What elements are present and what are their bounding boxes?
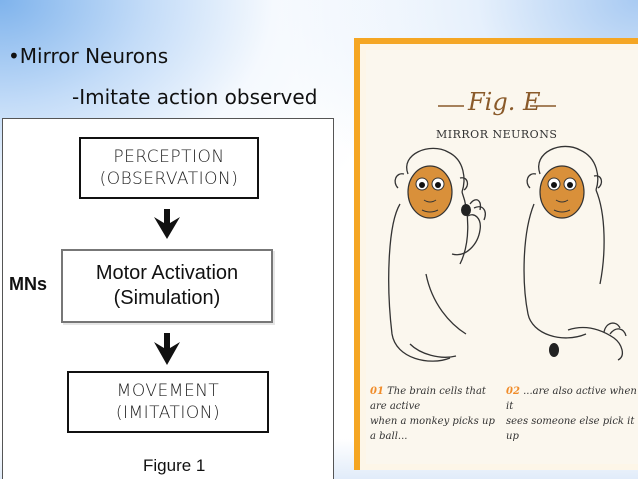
motor-activation-box: Motor Activation (Simulation) xyxy=(61,249,273,323)
mirror-neurons-subtitle: MIRROR NEURONS xyxy=(436,128,558,141)
monkey-holding-ball-illustration xyxy=(388,147,486,362)
caption-1: 01 The brain cells that are active when … xyxy=(370,384,502,444)
sub-bullet: -Imitate action observed xyxy=(72,85,318,109)
movement-line2: (IMITATION) xyxy=(115,403,221,423)
caption-1-line2: when a monkey picks up a ball... xyxy=(370,416,495,442)
caption-2-line2: sees someone else pick it up xyxy=(506,416,635,442)
mns-label: MNs xyxy=(9,274,48,294)
monkey-watching-illustration xyxy=(523,145,627,361)
fig-e-title: Fig. E xyxy=(468,88,541,116)
fig-e-inner: Fig. E MIRROR NEURONS xyxy=(366,50,638,464)
motor-line2: (Simulation) xyxy=(113,287,221,309)
fig-e-title-rules xyxy=(438,105,556,107)
perception-line1: PERCEPTION xyxy=(113,147,225,167)
bullet-heading: •Mirror Neurons xyxy=(8,44,169,68)
fig-e-panel: Fig. E MIRROR NEURONS xyxy=(354,38,638,470)
figure-caption: Figure 1 xyxy=(143,456,206,475)
caption-1-line1: The brain cells that are active xyxy=(370,386,486,412)
caption-2-number: 02 xyxy=(506,386,520,397)
down-arrow-1 xyxy=(154,209,180,239)
caption-1-number: 01 xyxy=(370,386,384,397)
caption-2-line1: ...are also active when it xyxy=(506,386,637,412)
figure-1-diagram: PERCEPTION (OBSERVATION) Motor Activatio… xyxy=(2,118,334,479)
movement-box: MOVEMENT (IMITATION) xyxy=(67,371,269,433)
caption-2: 02 ...are also active when it sees someo… xyxy=(506,384,638,444)
perception-line2: (OBSERVATION) xyxy=(99,169,239,189)
perception-box: PERCEPTION (OBSERVATION) xyxy=(79,137,259,199)
motor-line1: Motor Activation xyxy=(95,262,239,284)
movement-line1: MOVEMENT xyxy=(116,381,220,401)
down-arrow-2 xyxy=(154,333,180,365)
